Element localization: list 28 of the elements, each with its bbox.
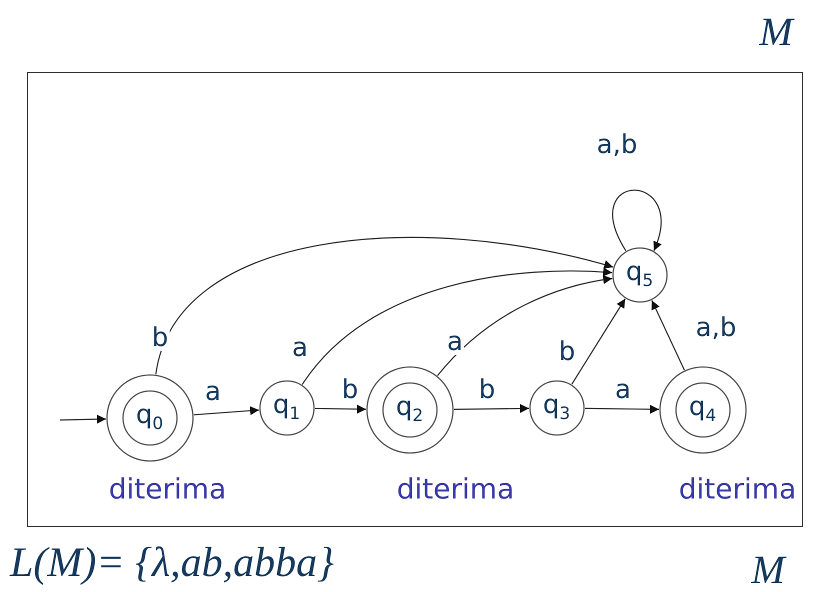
accepting-state-circle (106, 374, 194, 462)
state-label: q$_{4}$ (688, 394, 716, 426)
state-circle (612, 246, 668, 302)
transition-arrow (314, 404, 366, 414)
accepting-state-circle (658, 366, 746, 454)
state-circle (258, 380, 314, 436)
transition-arrow (437, 275, 612, 376)
language-formula: L(M)= {λ,ab,abba} (10, 542, 334, 584)
transition-arrow (302, 268, 612, 385)
state-label: q$_{2}$ (396, 394, 424, 426)
transition-arrow (651, 300, 685, 370)
state-label: q$_{5}$ (626, 258, 654, 290)
machine-name: M (751, 550, 785, 590)
state-label: q$_{0}$ (136, 402, 164, 434)
state-label: q$_{1}$ (272, 392, 300, 424)
transition-arrow (571, 298, 626, 385)
transition-arrow (155, 236, 614, 375)
transition-arrow (612, 190, 662, 252)
transition-arrow (194, 406, 260, 416)
accepting-state-circle (366, 366, 454, 454)
edge-label: a,b (596, 132, 638, 158)
machine-name: M (759, 12, 793, 52)
transition-arrow (60, 414, 106, 424)
transition-arrow (584, 404, 660, 414)
state-circle (528, 380, 584, 436)
edge-label: a,b (694, 315, 738, 341)
transition-arrow (454, 404, 530, 413)
state-label: q$_{3}$ (542, 392, 570, 424)
